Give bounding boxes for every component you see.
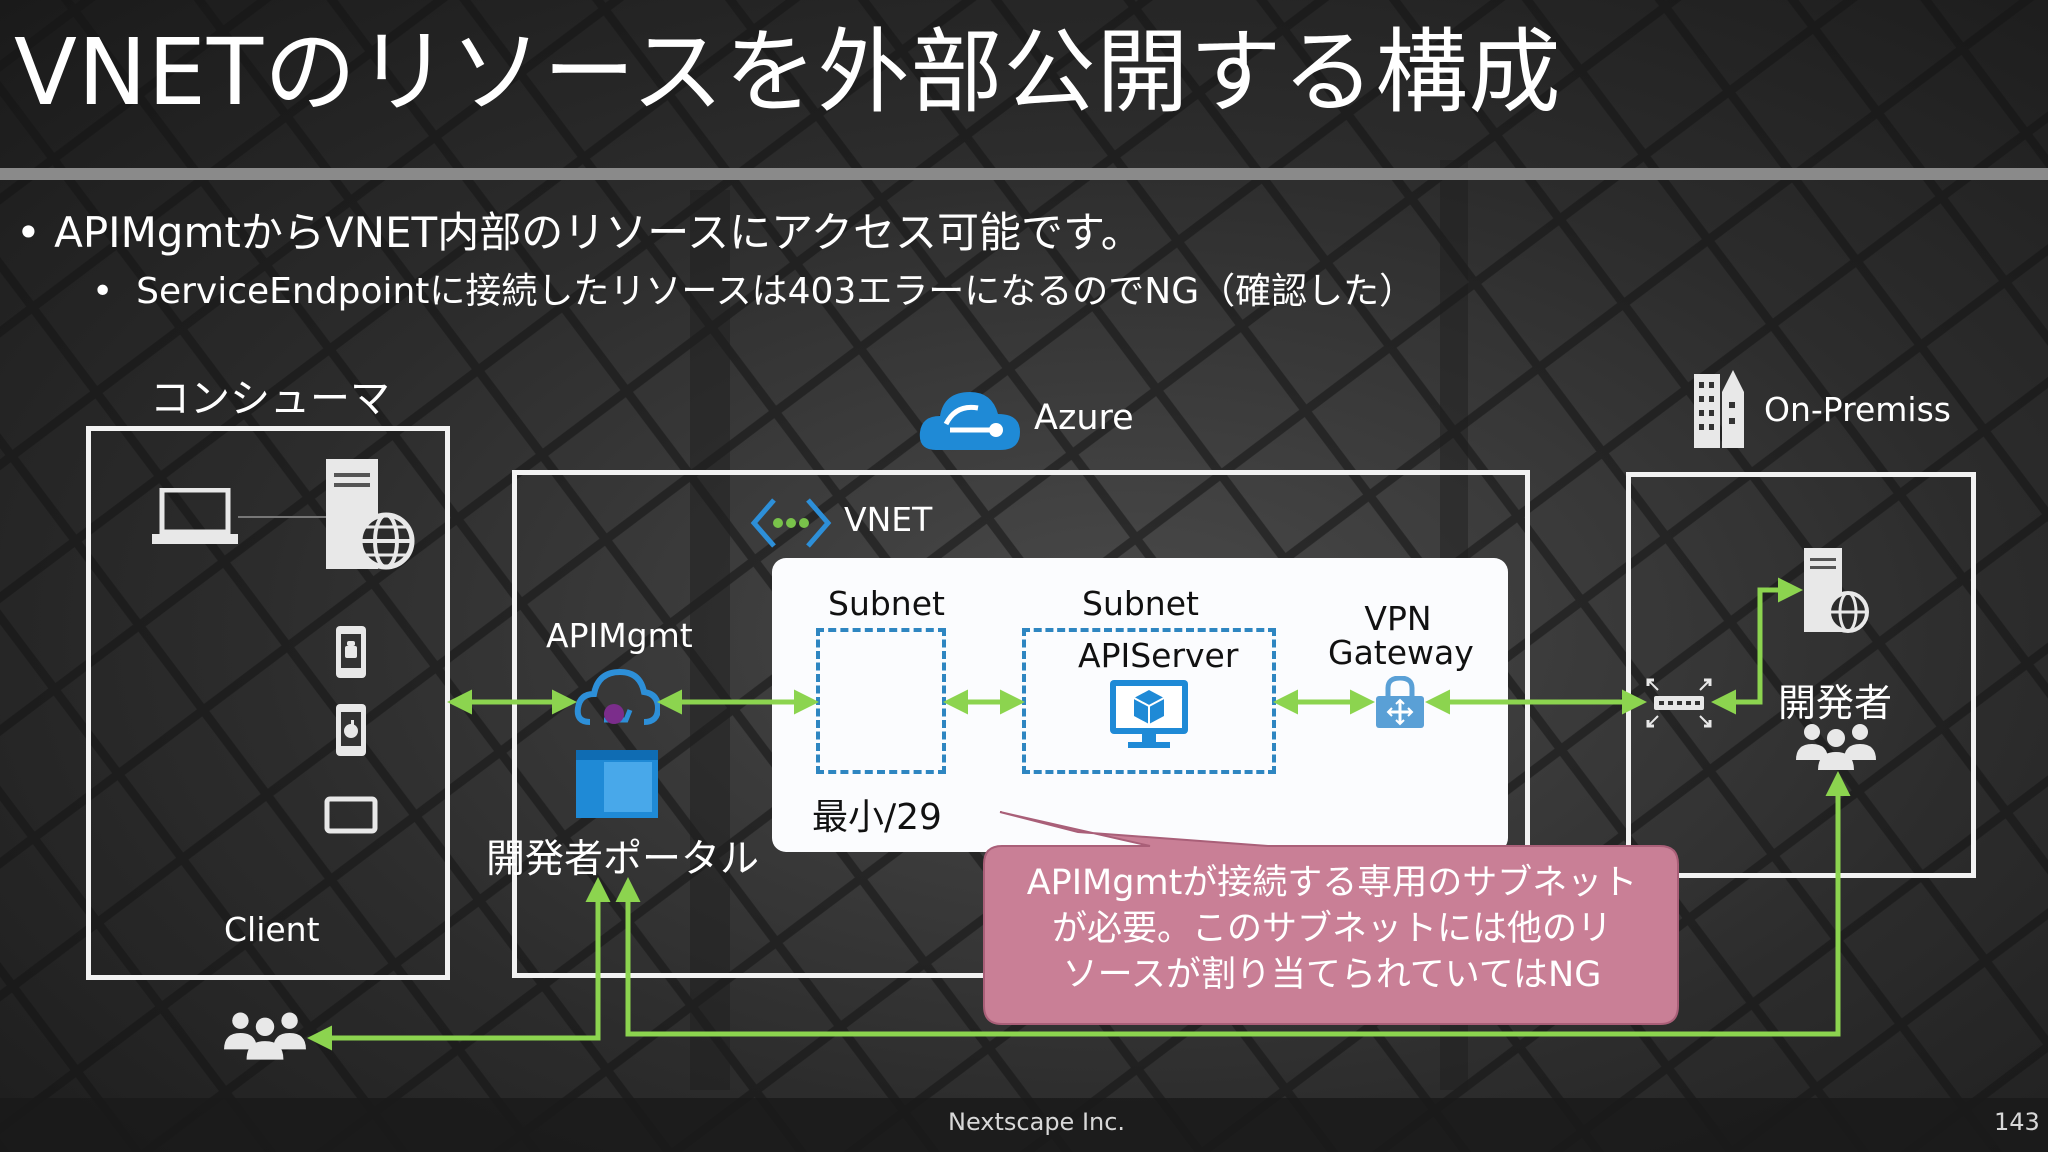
title-underline xyxy=(0,168,2048,180)
api-server-monitor-icon xyxy=(1110,680,1188,748)
vpn-gateway-label: VPN Gateway xyxy=(1328,599,1474,672)
callout-line-1: APIMgmtが接続する専用のサブネット xyxy=(1026,863,1638,903)
vpn-gateway-icon xyxy=(1376,676,1424,728)
onprem-label: On-Premiss xyxy=(1764,390,1951,429)
developers-group-icon xyxy=(1796,724,1876,770)
buildings-icon xyxy=(1694,370,1744,448)
callout-text: APIMgmtが接続する専用のサブネット が必要。このサブネットには他のリ ソー… xyxy=(994,860,1670,998)
android-phone-icon xyxy=(336,626,366,678)
vpn-label-line2: Gateway xyxy=(1328,633,1474,672)
bullet-level2: • ServiceEndpointに接続したリソースは403エラーになるのでNG… xyxy=(92,268,1415,316)
apim-label: APIMgmt xyxy=(546,616,693,655)
subnet2-label: Subnet xyxy=(1082,584,1199,623)
bullet-level1: • APIMgmtからVNET内部のリソースにアクセス可能です。 xyxy=(16,205,1143,261)
arrow-portal-developers xyxy=(615,771,1851,1037)
footer-company: Nextscape Inc. xyxy=(948,1108,1126,1136)
onprem-server-icon xyxy=(1804,548,1869,633)
apiserver-label: APIServer xyxy=(1078,636,1239,675)
bullet-dot: • xyxy=(92,271,137,312)
server-globe-icon xyxy=(326,459,415,570)
callout-line-2: が必要。このサブネットには他のリ xyxy=(1051,909,1612,949)
vnet-label: VNET xyxy=(844,500,933,539)
client-label: Client xyxy=(224,910,320,949)
azure-label: Azure xyxy=(1034,398,1134,438)
bullet-text: ServiceEndpointに接続したリソースは403エラーになるのでNG（確… xyxy=(136,271,1416,312)
arrow-portal-users xyxy=(307,877,611,1051)
router-icon xyxy=(1646,678,1712,728)
consumer-heading: コンシューマ xyxy=(150,376,390,422)
arrow-router-server xyxy=(1711,577,1803,715)
footer-bar xyxy=(0,1098,2048,1152)
vpn-label-line1: VPN xyxy=(1364,599,1432,638)
page-number: 143 xyxy=(1994,1108,2040,1136)
bullet-text: APIMgmtからVNET内部のリソースにアクセス可能です。 xyxy=(54,208,1143,257)
users-group-icon xyxy=(224,1012,306,1060)
subnet1-label: Subnet xyxy=(828,584,945,623)
azure-cloud-icon xyxy=(919,392,1020,450)
laptop-icon xyxy=(152,488,238,544)
bullet-dot: • xyxy=(16,208,55,257)
apple-phone-icon xyxy=(336,704,366,756)
vnet-icon xyxy=(750,498,832,548)
callout-line-3: ソースが割り当てられていてはNG xyxy=(1062,955,1602,995)
connector-line xyxy=(238,516,330,518)
tablet-icon xyxy=(324,796,378,834)
slide-title: VNETのリソースを外部公開する構成 xyxy=(14,19,1562,126)
